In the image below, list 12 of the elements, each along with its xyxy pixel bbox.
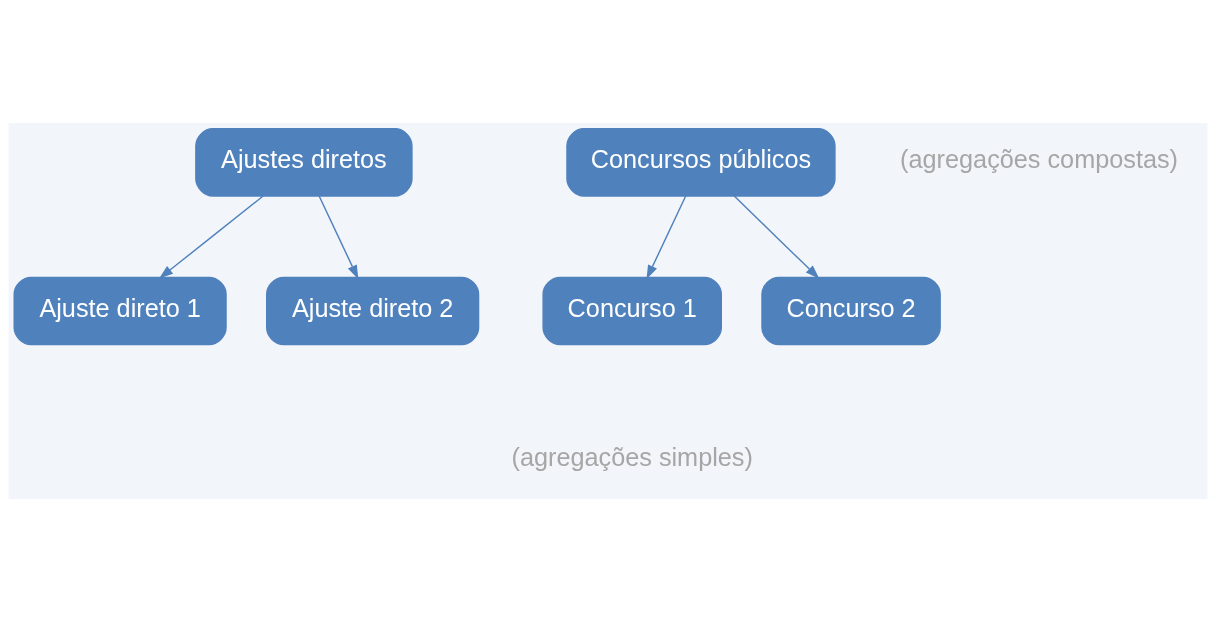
arrow: [318, 195, 359, 280]
node-box: Ajuste direto 2: [266, 276, 480, 346]
node-box: Concurso 1: [542, 276, 722, 346]
label: (agregações simples): [511, 442, 753, 471]
node-box: Ajuste direto 1: [13, 276, 227, 346]
label: (agregações compostas): [900, 145, 1179, 174]
node-box: Concurso 2: [761, 276, 941, 346]
node-box: Concursos públicos: [566, 127, 836, 197]
node-box: Ajustes diretos: [195, 127, 413, 197]
arrow: [159, 195, 264, 279]
arrow: [733, 195, 820, 279]
arrow: [646, 195, 687, 280]
